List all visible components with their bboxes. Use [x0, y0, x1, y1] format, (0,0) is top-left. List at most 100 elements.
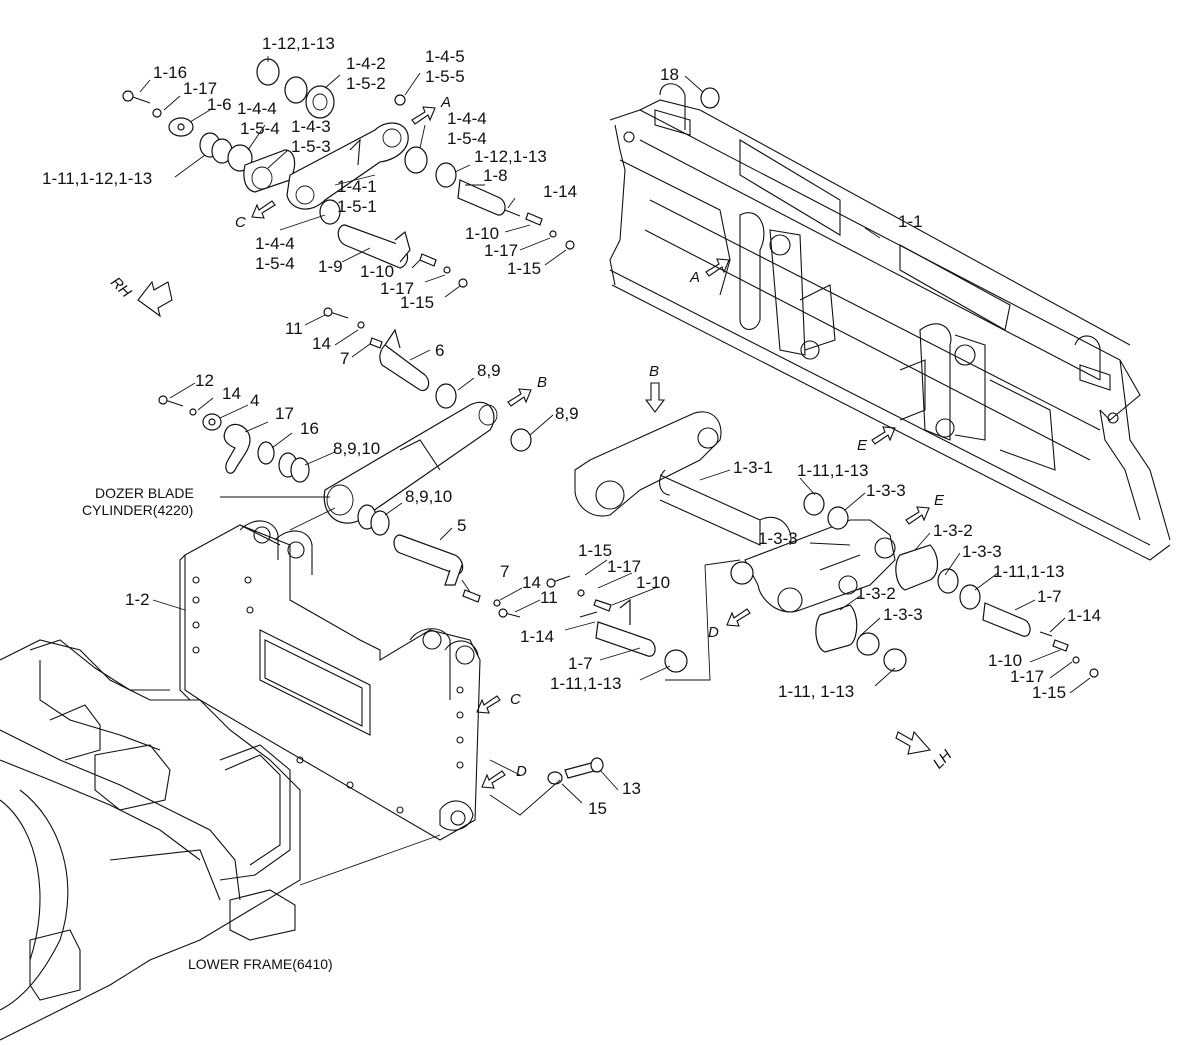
label-8-9-b: 8,9 [555, 404, 579, 423]
arrow-e-right [905, 506, 930, 525]
arrow-e-blade [871, 426, 896, 445]
label-5: 5 [457, 516, 467, 535]
arrow-label-e-blade: E [857, 437, 868, 454]
label-1-4-1: 1-4-1 [337, 177, 377, 196]
label-1-4-5: 1-4-5 [425, 47, 465, 66]
label-15: 15 [588, 799, 607, 818]
arrow-d-mid [726, 608, 751, 627]
label-1-3-2-b: 1-3-2 [856, 584, 896, 603]
arrow-lh [895, 730, 932, 755]
label-7-a: 7 [340, 349, 350, 368]
label-7-b: 7 [500, 562, 510, 581]
arrow-label-a-top: A [441, 94, 452, 111]
label-1-17-e: 1-17 [607, 557, 642, 576]
label-1-5-3: 1-5-3 [291, 137, 331, 156]
label-1-5-4-b: 1-5-4 [447, 129, 487, 148]
label-8-9-10-b: 8,9,10 [405, 487, 453, 506]
label-12: 12 [195, 371, 214, 390]
label-1-11-1-13-d: 1-11,1-13 [550, 674, 622, 693]
label-1-7-a: 1-7 [1037, 587, 1062, 606]
label-dozer-blade: DOZER BLADE [95, 485, 194, 501]
label-13: 13 [622, 779, 641, 798]
arrow-label-e-right: E [934, 492, 945, 509]
label-1-4-4-c: 1-4-4 [255, 234, 295, 253]
label-1-10-a: 1-10 [465, 224, 500, 243]
label-1-12-1-13-top: 1-12,1-13 [262, 34, 335, 53]
label-14-a: 14 [312, 334, 331, 353]
label-1-3-3-b: 1-3-3 [758, 529, 798, 548]
label-1-14-c: 1-14 [520, 627, 555, 646]
label-17: 17 [275, 404, 294, 423]
label-1-14-a: 1-14 [543, 182, 578, 201]
label-1-1: 1-1 [898, 212, 923, 231]
label-1-8: 1-8 [483, 166, 508, 185]
label-1-9: 1-9 [318, 257, 343, 276]
label-1-5-2: 1-5-2 [346, 74, 386, 93]
label-6: 6 [435, 341, 445, 360]
arrow-label-b-right: B [537, 374, 548, 391]
label-1-4-3: 1-4-3 [291, 117, 331, 136]
label-1-5-1: 1-5-1 [337, 197, 377, 216]
label-1-11-1-13-c: 1-11, 1-13 [778, 682, 855, 701]
label-1-10-d: 1-10 [636, 573, 671, 592]
label-1-16: 1-16 [153, 63, 188, 82]
label-lower-frame-6410: LOWER FRAME(6410) [188, 956, 333, 972]
arrow-d-frame [481, 770, 506, 789]
label-1-11-1-13-b: 1-11,1-13 [993, 562, 1065, 581]
label-1-4-2: 1-4-2 [346, 54, 386, 73]
label-1-3-3-d: 1-3-3 [883, 605, 923, 624]
dozer-blade-1-1 [609, 83, 1171, 561]
label-14-c: 14 [522, 573, 541, 592]
label-1-5-4-c: 1-5-4 [255, 254, 295, 273]
arrow-rh [137, 280, 173, 318]
arrow-b-down [644, 382, 666, 413]
label-cylinder-4220: CYLINDER(4220) [82, 502, 194, 518]
lower-frame-drawing [0, 639, 301, 1041]
label-1-3-2-a: 1-3-2 [933, 521, 973, 540]
label-1-15-c: 1-15 [1032, 683, 1067, 702]
arrow-label-d-frame: D [516, 763, 527, 780]
label-1-2: 1-2 [125, 590, 150, 609]
label-4: 4 [250, 391, 260, 410]
direction-arrows [137, 106, 932, 789]
label-1-15-a: 1-15 [507, 259, 542, 278]
arrow-c-frame [476, 695, 501, 714]
arrow-a-blade [705, 258, 730, 277]
label-8-9-10-a: 8,9,10 [333, 439, 381, 458]
label-1-17-b: 1-17 [484, 241, 519, 260]
label-1-10-c: 1-10 [988, 651, 1023, 670]
label-14-b: 14 [222, 384, 241, 403]
label-1-14-b: 1-14 [1067, 606, 1102, 625]
link-1-3-1 [574, 411, 896, 613]
label-1-4-4-b: 1-4-4 [447, 109, 487, 128]
label-1-3-1: 1-3-1 [733, 458, 773, 477]
hardware-parts [122, 58, 1099, 785]
label-1-3-3-a: 1-3-3 [866, 481, 906, 500]
label-16: 16 [300, 419, 319, 438]
label-1-4-4-a: 1-4-4 [237, 99, 277, 118]
arrow-label-c-top: C [235, 214, 246, 231]
label-1-5-4-a: 1-5-4 [240, 119, 280, 138]
label-1-12-1-13-mid: 1-12,1-13 [474, 147, 547, 166]
label-1-6: 1-6 [207, 95, 232, 114]
label-1-15-b: 1-15 [400, 293, 435, 312]
arrow-label-a-blade: A [690, 269, 701, 286]
label-1-3-3-c: 1-3-3 [962, 542, 1002, 561]
label-1-7-b: 1-7 [568, 654, 593, 673]
label-1-15-d: 1-15 [578, 541, 613, 560]
label-18: 18 [660, 65, 679, 84]
label-8-9-a: 8,9 [477, 361, 501, 380]
label-1-17-d: 1-17 [1010, 667, 1045, 686]
label-1-17-a: 1-17 [183, 79, 218, 98]
arrow-label-b-top: B [649, 363, 660, 380]
label-11-b: 11 [540, 588, 558, 607]
leader-lines [139, 56, 1091, 886]
label-1-5-5: 1-5-5 [425, 67, 465, 86]
label-1-10-b: 1-10 [360, 262, 395, 281]
label-1-11-1-12-1-13: 1-11,1-12,1-13 [42, 169, 153, 188]
arrow-a-top [411, 106, 436, 125]
label-1-11-1-13-a: 1-11,1-13 [797, 461, 869, 480]
mount-plate-1-2 [179, 520, 481, 841]
